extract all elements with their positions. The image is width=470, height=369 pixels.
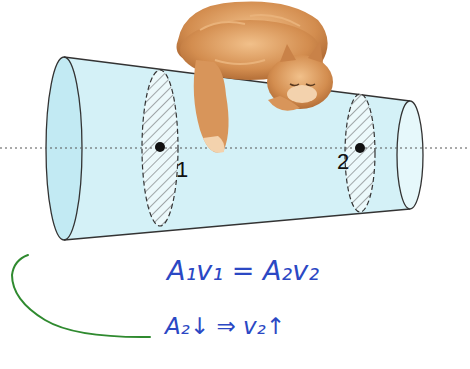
continuity-equation: A₁v₁ = A₂v₂ xyxy=(167,257,319,284)
tube-wall xyxy=(64,209,410,240)
point-dot xyxy=(355,143,365,153)
area-velocity-note: A₂↓ ⇒ v₂↑ xyxy=(165,315,285,338)
point-dot xyxy=(155,142,165,152)
section-number: 2 xyxy=(337,151,349,173)
cross-section xyxy=(345,94,375,212)
section-number: 1 xyxy=(176,159,188,181)
cat-picture xyxy=(177,1,334,152)
tube-outlet xyxy=(397,101,423,209)
axis-line xyxy=(0,148,470,149)
leader-curve xyxy=(12,255,150,337)
cross-section xyxy=(142,70,178,226)
